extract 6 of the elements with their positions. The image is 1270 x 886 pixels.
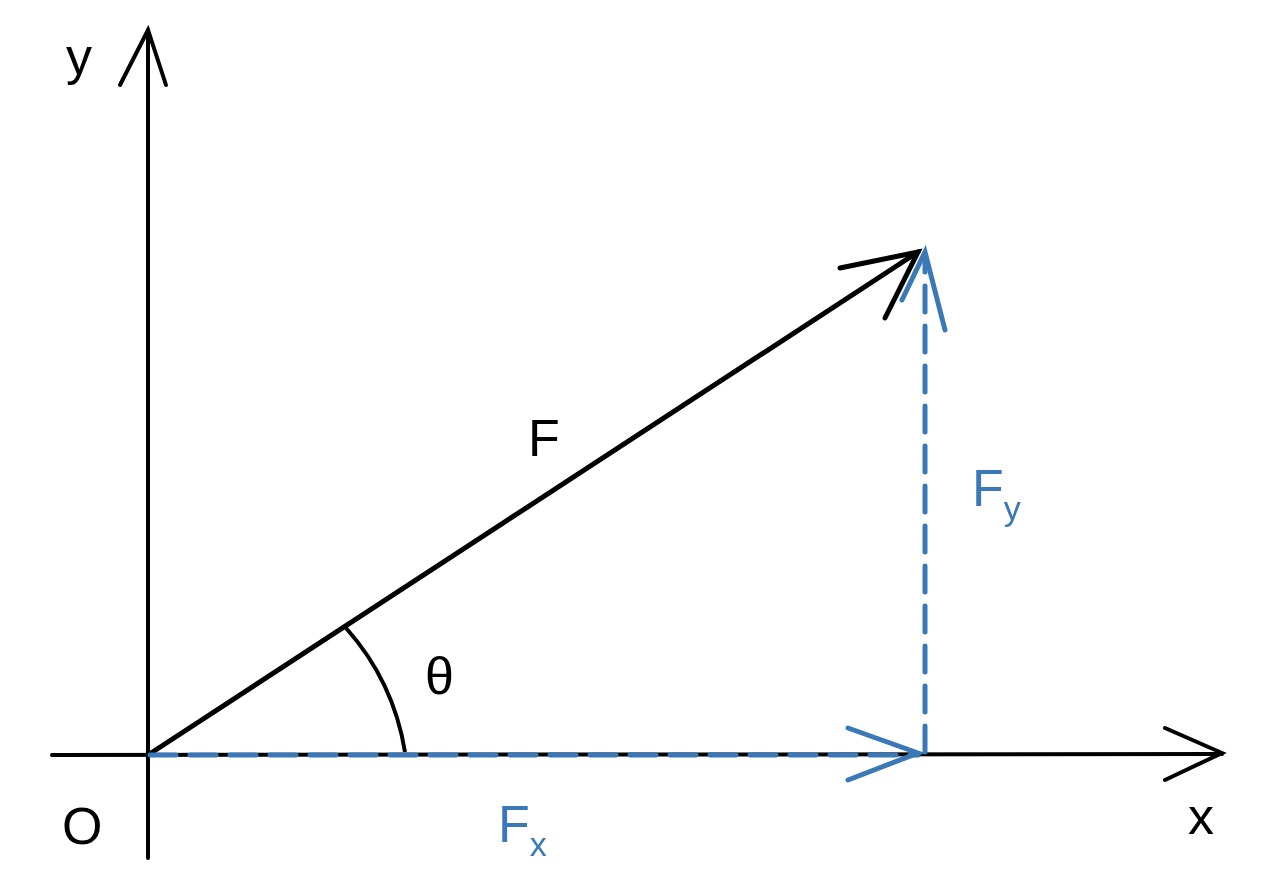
origin-label: O [62, 800, 103, 852]
axis-label: x [1188, 790, 1214, 842]
vector-label: F [528, 412, 560, 464]
angle-label: θ [425, 650, 454, 702]
vector-label: F$_{y}$ [972, 462, 1021, 525]
vector-label: F$_{x}$ [498, 798, 547, 861]
